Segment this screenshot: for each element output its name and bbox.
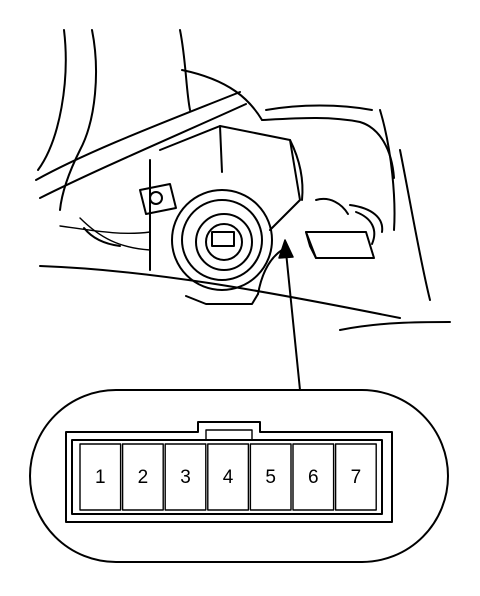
pin-label-1: 1 bbox=[95, 467, 106, 488]
pin-label-5: 5 bbox=[265, 467, 276, 488]
connector-latch bbox=[205, 429, 253, 441]
pin-cavity-1 bbox=[79, 443, 122, 511]
pin-label-4: 4 bbox=[223, 467, 234, 488]
steering-column-illustration bbox=[35, 29, 451, 391]
connector-face bbox=[71, 439, 383, 515]
pin-cavity-3 bbox=[164, 443, 207, 511]
pin-label-2: 2 bbox=[138, 467, 149, 488]
pin-label-3: 3 bbox=[180, 467, 191, 488]
pin-label-6: 6 bbox=[308, 467, 319, 488]
connector-callout: 1 2 3 4 5 6 7 bbox=[29, 389, 449, 563]
pin-cavity-6 bbox=[292, 443, 335, 511]
pin-cavity-5 bbox=[249, 443, 292, 511]
connector-shell bbox=[65, 421, 393, 523]
callout-outline bbox=[29, 389, 449, 563]
pin-label-7: 7 bbox=[351, 467, 362, 488]
pin-cavity-2 bbox=[121, 443, 164, 511]
pin-cavity-7 bbox=[334, 443, 377, 511]
connector-pins: 1 2 3 4 5 6 7 bbox=[79, 443, 377, 511]
pin-cavity-4 bbox=[207, 443, 250, 511]
